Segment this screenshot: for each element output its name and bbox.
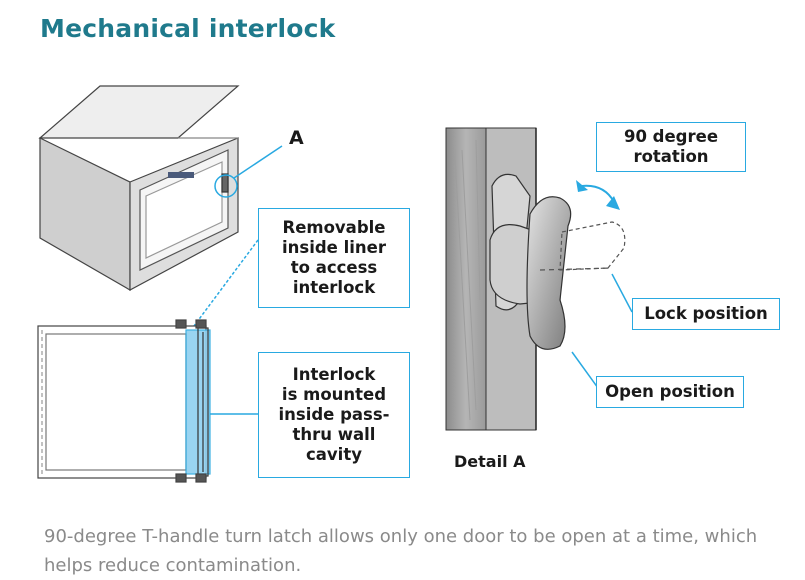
liner-leader-line — [193, 239, 259, 327]
liner-callout-line: Removable — [282, 218, 386, 237]
open-position-callout: Open position — [596, 376, 744, 408]
interlock-callout-line: inside pass- — [278, 405, 390, 424]
liner-callout-line: interlock — [292, 278, 376, 297]
interlock-callout-line: thru wall — [292, 425, 376, 444]
interlock-callout-line: is mounted — [281, 385, 387, 404]
rotation-callout-line: 90 degree — [623, 127, 719, 146]
t-handle-latch-illustration — [489, 173, 626, 350]
page-title: Mechanical interlock — [40, 14, 336, 43]
top-view-illustration — [37, 319, 211, 483]
liner-callout: Removable inside liner to access interlo… — [258, 208, 410, 308]
rotation-callout: 90 degree rotation — [596, 122, 746, 172]
liner-callout-line: inside liner — [281, 238, 386, 257]
interlock-callout-line: Interlock — [292, 365, 376, 384]
rotation-callout-line: rotation — [633, 147, 709, 166]
interlock-callout-line: cavity — [306, 445, 362, 464]
open-leader-line — [571, 351, 599, 389]
description-caption: 90-degree T-handle turn latch allows onl… — [44, 526, 758, 576]
lock-position-callout: Lock position — [632, 298, 780, 330]
lock-leader-line — [611, 273, 633, 313]
rotation-arrow-icon — [576, 180, 620, 210]
detail-a-caption: Detail A — [454, 452, 526, 471]
detail-a-marker-circle — [214, 174, 238, 198]
interlock-callout: Interlock is mounted inside pass- thru w… — [258, 352, 410, 478]
liner-callout-line: to access — [290, 258, 378, 277]
passthrough-box-illustration — [38, 85, 240, 292]
detail-a-leader-line — [233, 145, 283, 179]
detail-a-label: A — [289, 127, 304, 149]
